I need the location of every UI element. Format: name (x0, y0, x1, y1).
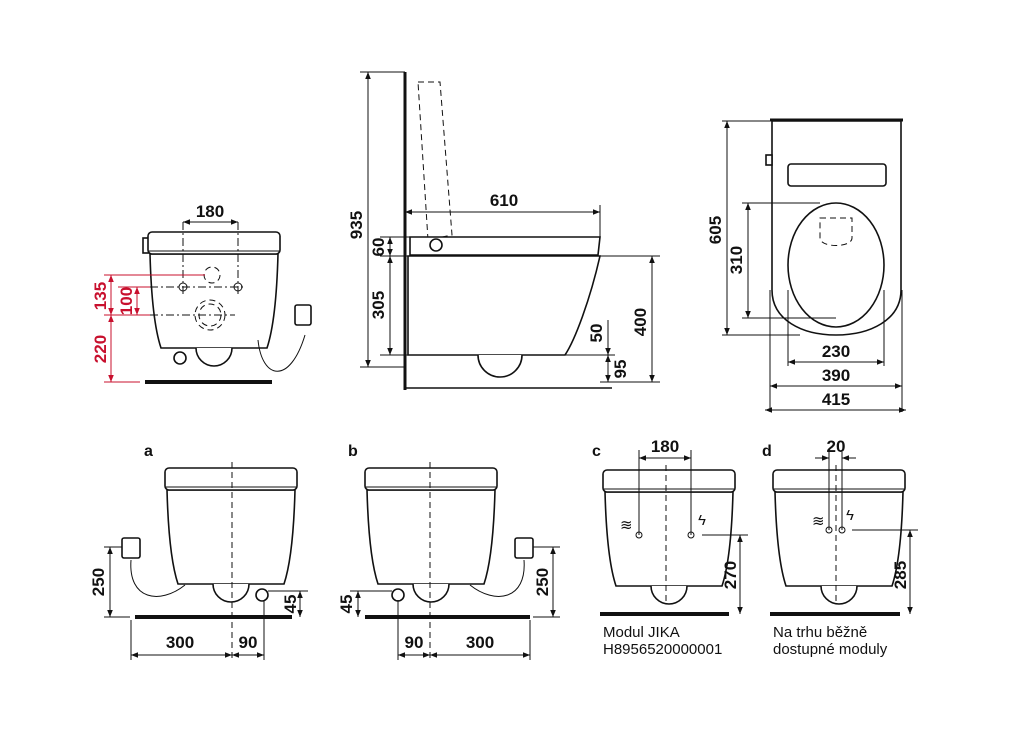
dim-180: 180 (196, 202, 224, 221)
water-icon: ≋ (812, 513, 825, 530)
variant-c: c 180 ≋ ϟ 270 Modul JIKA H8956520000001 (592, 437, 748, 658)
dim-605: 605 (706, 216, 725, 244)
dim-60: 60 (369, 238, 388, 257)
variant-label: c (592, 443, 601, 460)
raised-lid-outline (417, 81, 453, 241)
dim-250: 250 (89, 568, 108, 596)
dim-90: 90 (239, 633, 258, 652)
dim-135: 135 (91, 282, 110, 310)
variant-label: a (144, 443, 153, 460)
dim-400: 400 (631, 308, 650, 336)
front-view: 180 135 100 220 (91, 202, 312, 384)
variant-d: d 20 ≋ ϟ 285 Na trhu běžně dostupné modu… (762, 437, 918, 658)
dim-305: 305 (369, 291, 388, 319)
variant-label: b (348, 443, 358, 460)
dim-50: 50 (587, 324, 606, 343)
dim-300: 300 (466, 633, 494, 652)
dim-270: 270 (721, 561, 740, 589)
variant-label: d (762, 443, 772, 460)
dim-45: 45 (281, 595, 300, 614)
dim-390: 390 (822, 366, 850, 385)
dim-20: 20 (827, 437, 846, 456)
dim-180: 180 (651, 437, 679, 456)
dim-935: 935 (347, 211, 366, 239)
caption-line2: H8956520000001 (603, 641, 722, 658)
electric-icon: ϟ (846, 507, 854, 524)
caption-line2: dostupné moduly (773, 641, 888, 658)
power-plug-icon (294, 304, 312, 326)
dim-285: 285 (891, 561, 910, 589)
water-icon: ≋ (620, 517, 633, 534)
dim-610: 610 (490, 191, 518, 210)
dim-310: 310 (727, 246, 746, 274)
dim-100: 100 (117, 287, 136, 315)
dim-95: 95 (611, 360, 630, 379)
side-view: 935 60 305 610 400 50 95 (347, 71, 660, 390)
top-view: 605 310 230 390 415 (706, 118, 906, 413)
dim-220: 220 (91, 335, 110, 363)
dim-300: 300 (166, 633, 194, 652)
dim-230: 230 (822, 342, 850, 361)
electric-icon: ϟ (698, 512, 706, 529)
dim-90: 90 (405, 633, 424, 652)
caption-line1: Modul JIKA (603, 624, 680, 641)
variant-b: b 45 250 90 300 (337, 443, 560, 660)
caption-line1: Na trhu běžně (773, 624, 867, 641)
dim-45: 45 (337, 595, 356, 614)
variant-a: a 250 45 300 90 (89, 443, 308, 660)
dim-250: 250 (533, 568, 552, 596)
dim-415: 415 (822, 390, 850, 409)
power-plug-icon (514, 537, 534, 559)
power-plug-icon (121, 537, 141, 559)
